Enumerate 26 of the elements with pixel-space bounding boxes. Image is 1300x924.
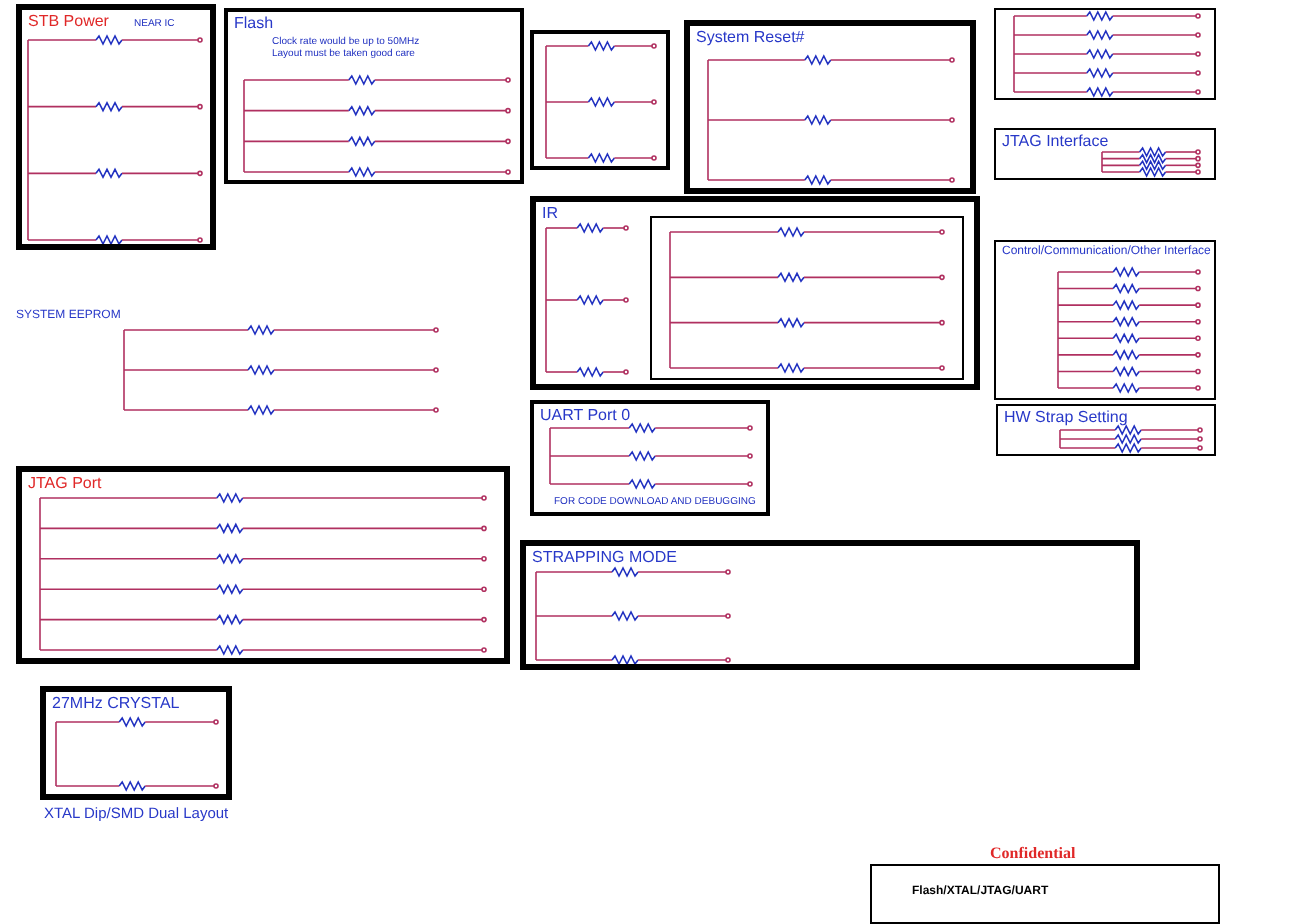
section-frame [994,240,1216,400]
title-block [870,864,1220,924]
section-title: Flash [234,14,274,32]
section-frame [16,4,216,250]
section-title: 27MHz CRYSTAL [52,694,180,712]
section-frame [996,404,1216,456]
section-frame [224,8,524,184]
section-title: IR [542,204,558,222]
section-frame [16,466,510,664]
section-frame [530,400,770,516]
section-title: STB Power [28,12,109,30]
confidential-notice: Confidential [990,844,1076,862]
section-frame [650,216,964,380]
section-title: JTAG Port [28,474,102,492]
section-title: STRAPPING MODE [532,548,677,566]
section-frame [530,30,670,170]
section-title: HW Strap Setting [1004,408,1128,426]
section-frame [994,128,1216,180]
section-frame [530,196,980,390]
section-title: JTAG Interface [1002,132,1109,150]
section-title: UART Port 0 [540,406,631,424]
section-frame [520,540,1140,670]
section-frame [994,8,1216,100]
section-frame [684,20,976,194]
section-title: System Reset# [696,28,805,46]
section-frame [40,686,232,800]
